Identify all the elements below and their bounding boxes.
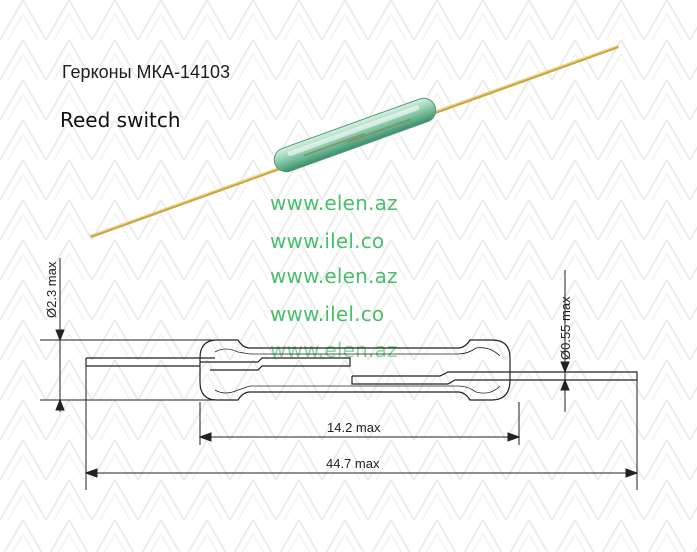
watermark-text: www.elen.az (270, 191, 398, 215)
watermark-text: www.elen.az (270, 264, 398, 288)
watermark-text: www.ilel.co (270, 229, 385, 253)
body-diameter-label: Ø2.3 max (44, 261, 59, 318)
total-length-label: 44.7 max (326, 456, 380, 471)
body-length-label: 14.2 max (327, 420, 381, 435)
left-lead-outline (85, 357, 215, 367)
watermark-text: www.ilel.co (270, 302, 385, 326)
reed-blade-right (351, 371, 510, 385)
title-english: Reed switch (60, 108, 181, 132)
lead-diameter-label: Ø0.55 max (558, 296, 573, 360)
reed-blade-left (200, 357, 351, 371)
title-russian: Герконы МКА-14103 (62, 62, 231, 82)
right-lead-outline (497, 371, 638, 381)
